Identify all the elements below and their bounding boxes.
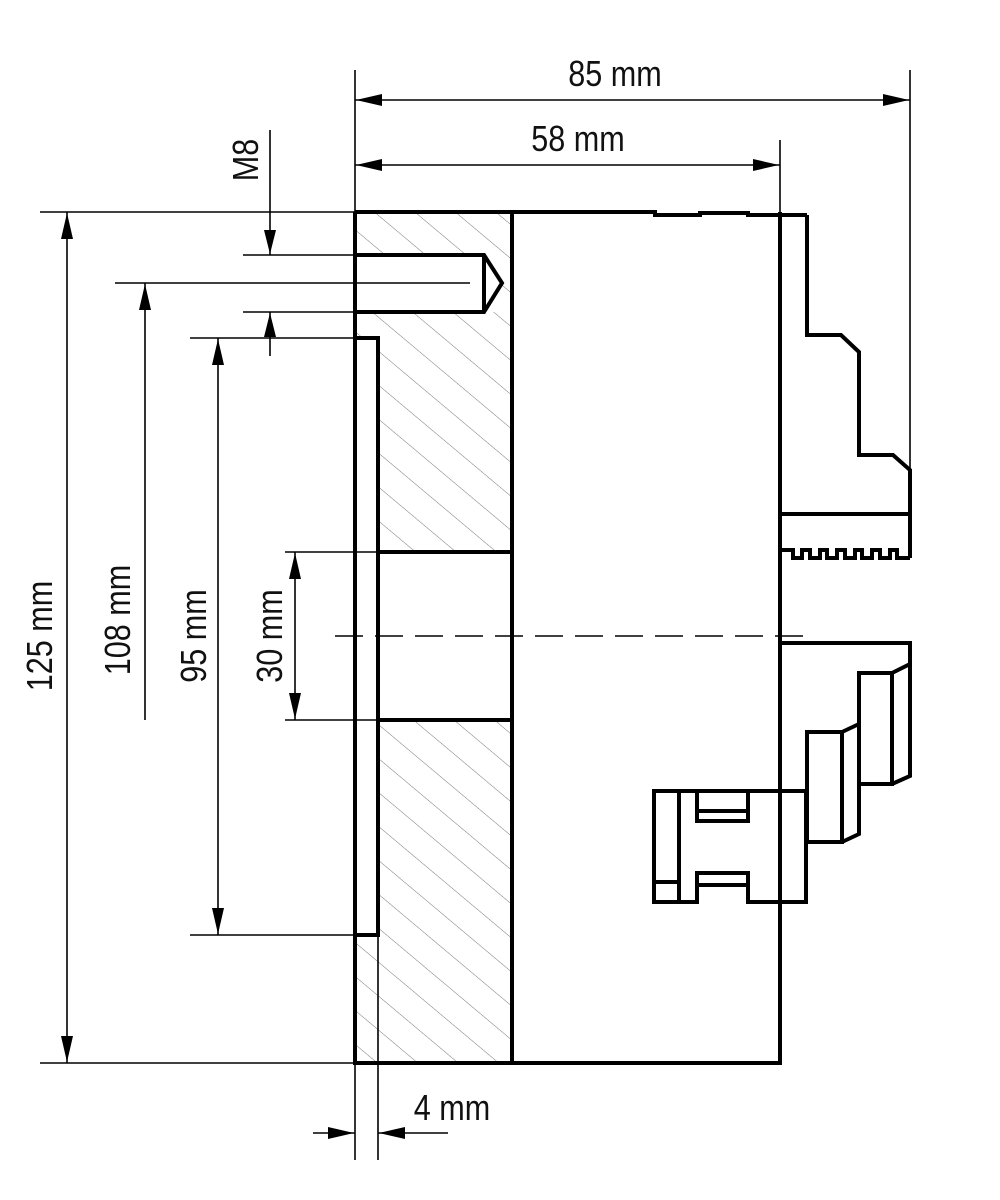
dimension-95: 95 mm (175, 338, 224, 935)
dim-m8-label: M8 (227, 139, 267, 181)
dim-30-label: 30 mm (251, 589, 291, 682)
dim-95-label: 95 mm (175, 589, 215, 682)
dimension-30: 30 mm (251, 552, 301, 720)
dim-108-label: 108 mm (99, 565, 139, 675)
dimension-58: 58 mm (355, 120, 780, 171)
lower-jaws (652, 641, 912, 904)
dimension-108: 108 mm (99, 283, 151, 720)
m8-bolt-hole (355, 253, 505, 314)
dimension-m8: M8 (227, 130, 276, 356)
dimension-125: 125 mm (21, 212, 73, 1063)
dimension-4: 4 mm (313, 1089, 490, 1139)
dim-85-label: 85 mm (568, 55, 661, 95)
dim-125-label: 125 mm (21, 581, 61, 691)
dim-4-label: 4 mm (414, 1089, 490, 1129)
dim-58-label: 58 mm (531, 120, 624, 160)
extension-lines (40, 70, 911, 1160)
upper-jaw (780, 215, 912, 560)
dimension-85: 85 mm (355, 55, 910, 106)
